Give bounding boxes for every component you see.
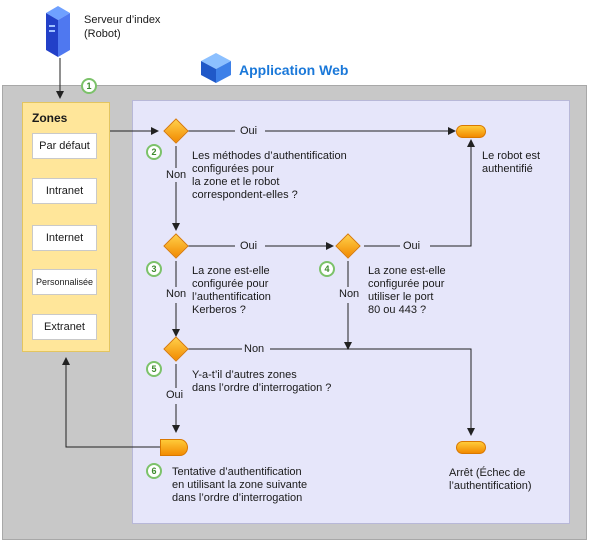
step-4-badge: 4: [319, 261, 335, 277]
zones-title: Zones: [32, 111, 68, 125]
process-retry-shape: [160, 439, 188, 456]
server-label-line1: Serveur d’index: [84, 14, 161, 26]
edge-label-no-5: Non: [244, 343, 265, 355]
step-6-badge: 6: [146, 463, 162, 479]
cube-icon: [201, 53, 231, 83]
terminal-stop: [456, 441, 486, 454]
outcome-stop-text: Arrêt (Échec de l’authentification): [449, 467, 532, 492]
server-icon: [46, 6, 70, 57]
decision-kerberos-text: La zone est-elle configurée pour l’authe…: [192, 265, 271, 316]
outcome-authenticated-text: Le robot est authentifié: [482, 150, 541, 175]
terminal-authenticated: [456, 125, 486, 138]
edge-label-no-3: Non: [166, 288, 187, 300]
app-title: Application Web: [239, 62, 349, 78]
decision-port-text: La zone est-elle configurée pour utilise…: [368, 265, 446, 316]
edge-label-yes-4: Oui: [403, 240, 421, 252]
edge-label-yes-3: Oui: [240, 240, 258, 252]
outcome-retry-text: Tentative d’authentification en utilisan…: [172, 466, 308, 504]
zone-custom: Personnalisée: [32, 269, 97, 295]
step-3-badge: 3: [146, 261, 162, 277]
step-2-badge: 2: [146, 144, 162, 160]
decision-more-zones-text: Y-a-t’il d’autres zones dans l’ordre d’i…: [192, 369, 332, 394]
zone-internet: Internet: [32, 225, 97, 251]
zone-default: Par défaut: [32, 133, 97, 159]
edge-label-yes-5: Oui: [166, 389, 184, 401]
server-label-line2: (Robot): [84, 28, 121, 40]
zone-intranet: Intranet: [32, 178, 97, 204]
edge-label-no-4: Non: [339, 288, 360, 300]
step-1-badge: 1: [81, 78, 97, 94]
web-application-panel: [132, 100, 570, 524]
edge-label-yes-1: Oui: [240, 125, 258, 137]
step-5-badge: 5: [146, 361, 162, 377]
edge-label-no-2: Non: [166, 169, 187, 181]
zone-extranet: Extranet: [32, 314, 97, 340]
decision-methods-text: Les méthodes d’authentification configur…: [192, 150, 347, 201]
